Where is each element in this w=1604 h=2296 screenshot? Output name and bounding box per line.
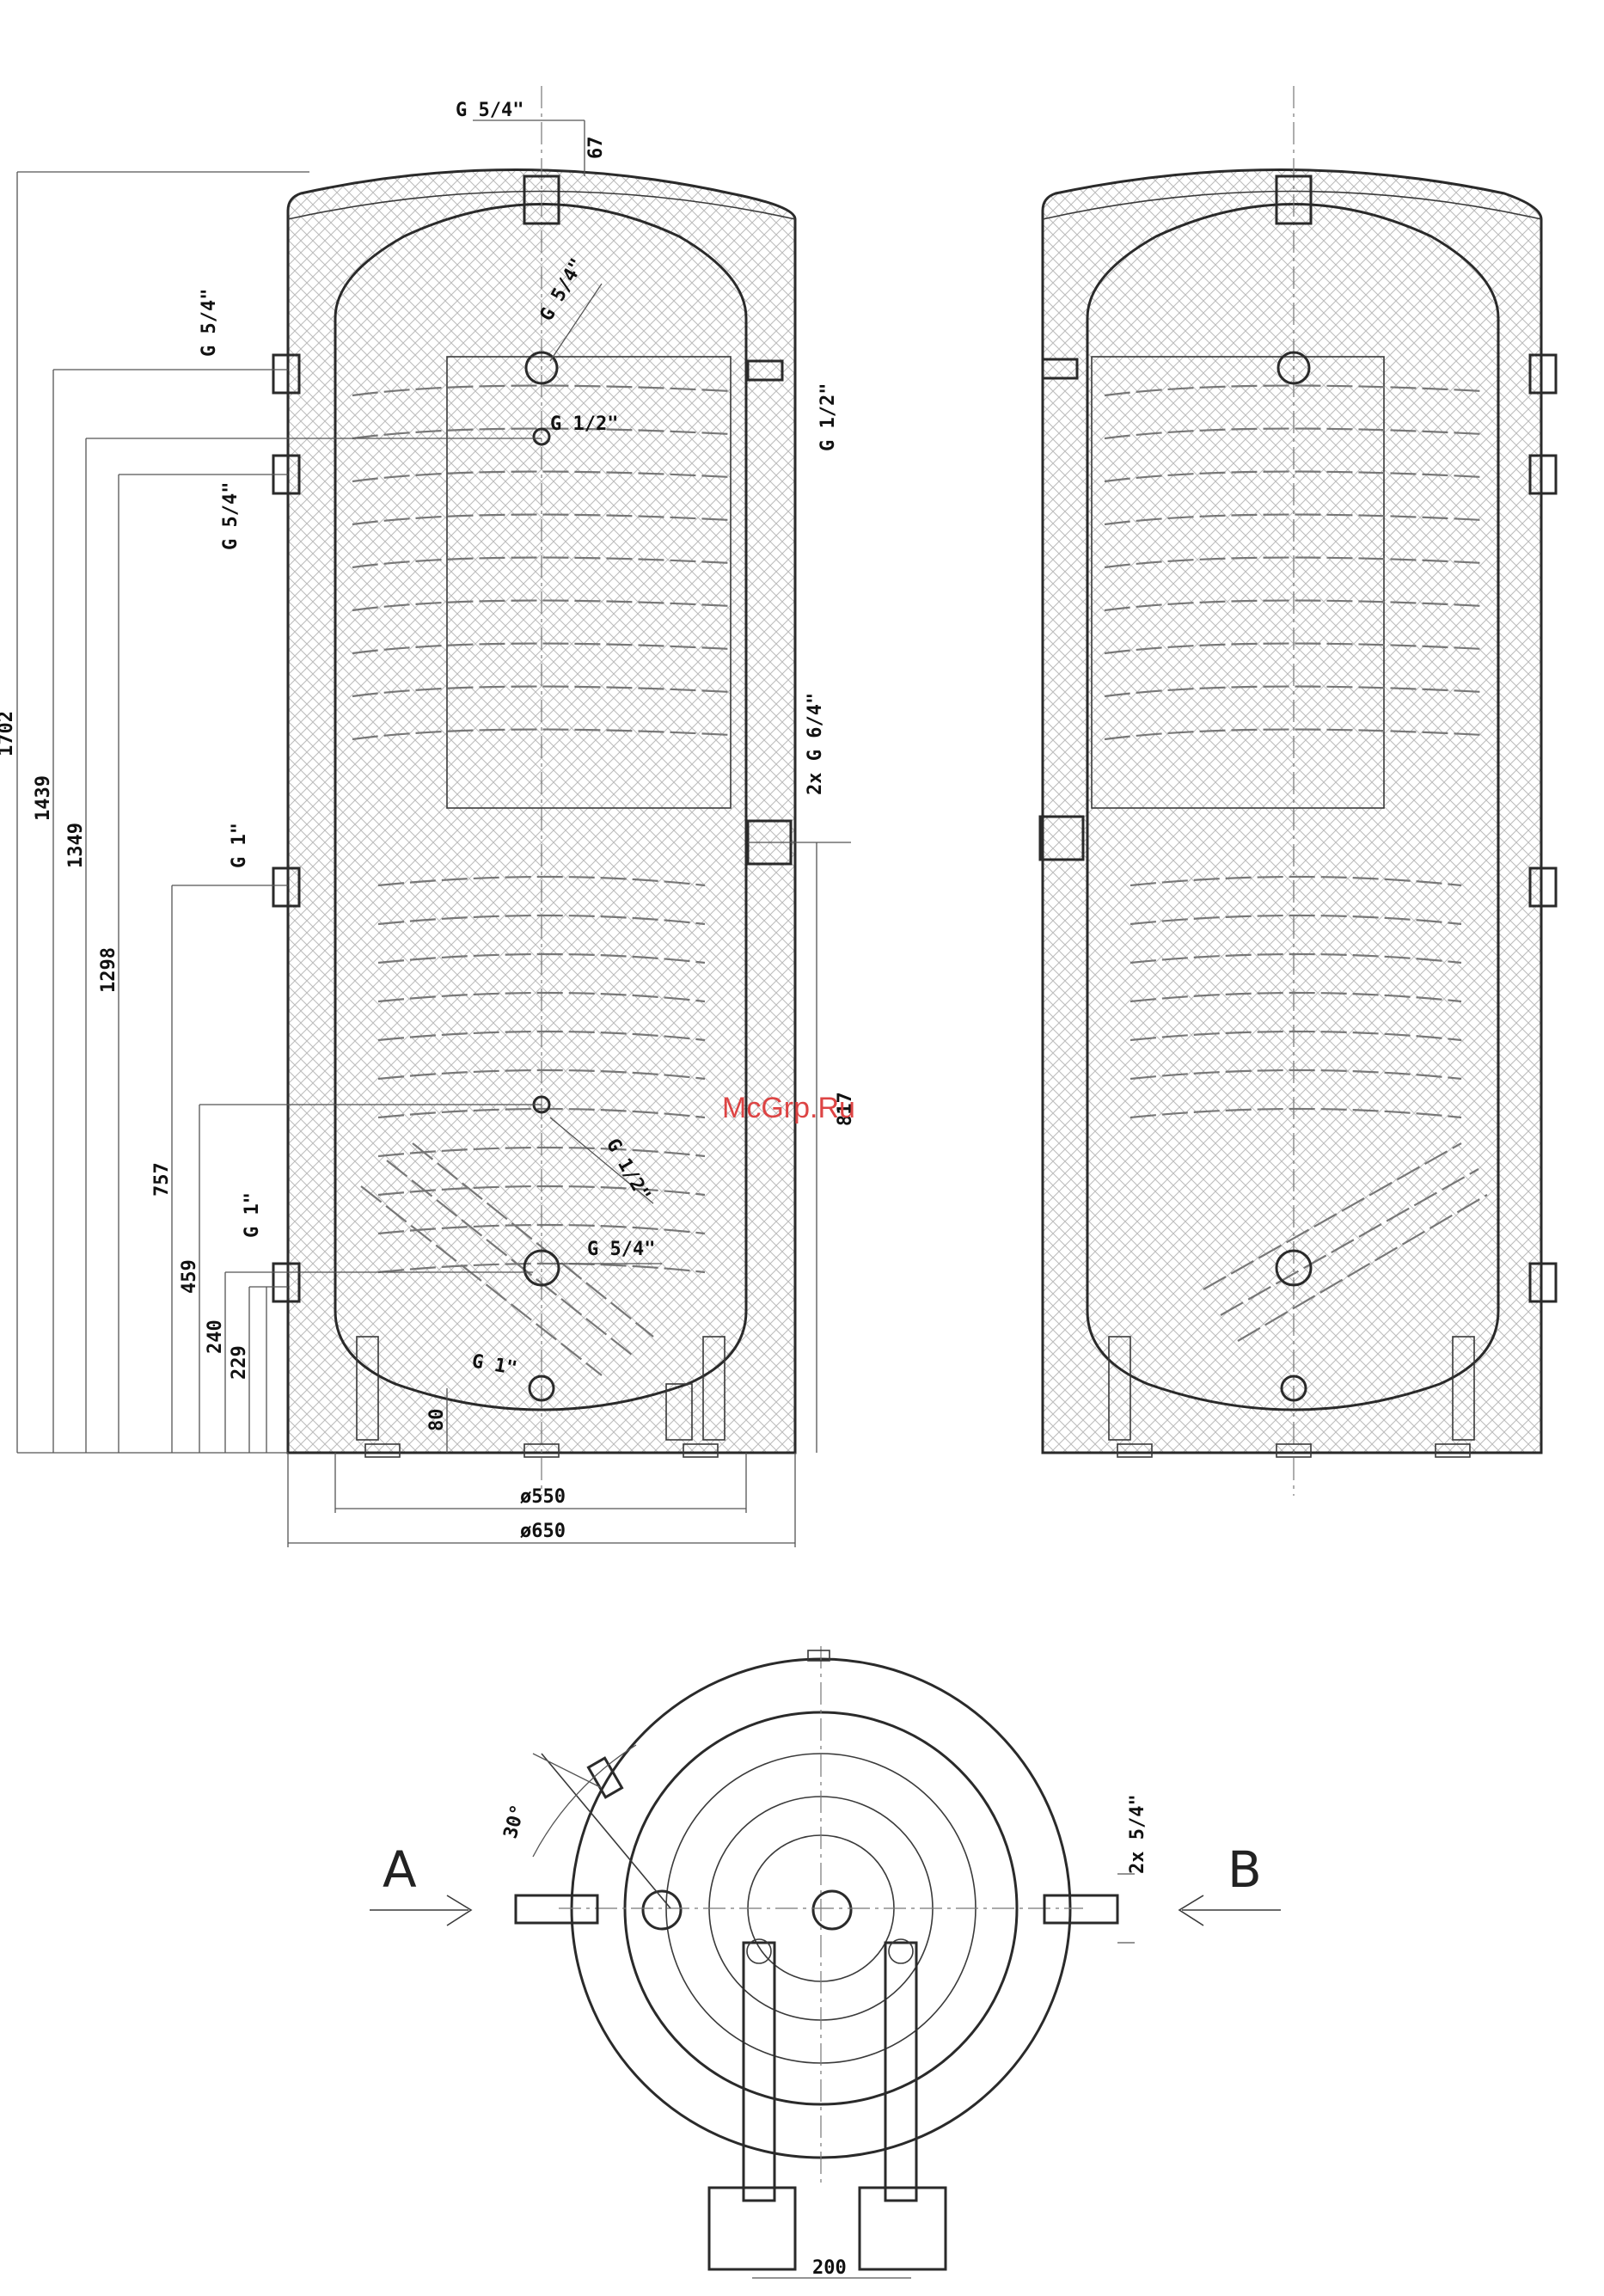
label-h-80: 80 — [426, 1409, 448, 1432]
label-view-b: B — [1227, 1840, 1262, 1899]
label-left-g1-upper: G 1" — [229, 823, 250, 868]
label-d-inner: ø550 — [520, 1486, 566, 1508]
label-right-sensor: G 1/2" — [817, 383, 839, 451]
label-right-side-conn: 2x 5/4" — [1127, 1794, 1148, 1874]
label-left-mid: G 5/4" — [220, 482, 242, 550]
label-upper-sensor: G 1/2" — [550, 413, 618, 435]
label-h-1439: 1439 — [33, 775, 54, 821]
label-h-1298: 1298 — [98, 947, 119, 993]
plan-view — [370, 1646, 1281, 2278]
label-left-upper: G 5/4" — [199, 289, 220, 357]
side-elevation-view — [1040, 86, 1556, 1496]
label-angle: 30° — [500, 1803, 530, 1841]
label-h-1349: 1349 — [65, 823, 87, 868]
label-h-757: 757 — [151, 1162, 173, 1197]
label-lower-outlet: G 5/4" — [587, 1239, 655, 1260]
label-left-g1-lower: G 1" — [242, 1192, 263, 1238]
label-top-offset: 67 — [585, 137, 607, 160]
label-top-connection: G 5/4" — [456, 100, 523, 121]
label-h-240: 240 — [205, 1319, 226, 1354]
label-h-459: 459 — [179, 1259, 200, 1294]
label-right-pair: 2x G 6/4" — [805, 693, 826, 795]
label-h-total: 1702 — [0, 711, 17, 756]
watermark: McGrp.Ru — [722, 1092, 855, 1124]
label-spacing: 200 — [812, 2257, 847, 2279]
front-elevation-view — [273, 86, 795, 1496]
label-view-a: A — [383, 1840, 417, 1899]
label-h-229: 229 — [229, 1345, 250, 1380]
label-d-outer: ø650 — [520, 1521, 566, 1542]
